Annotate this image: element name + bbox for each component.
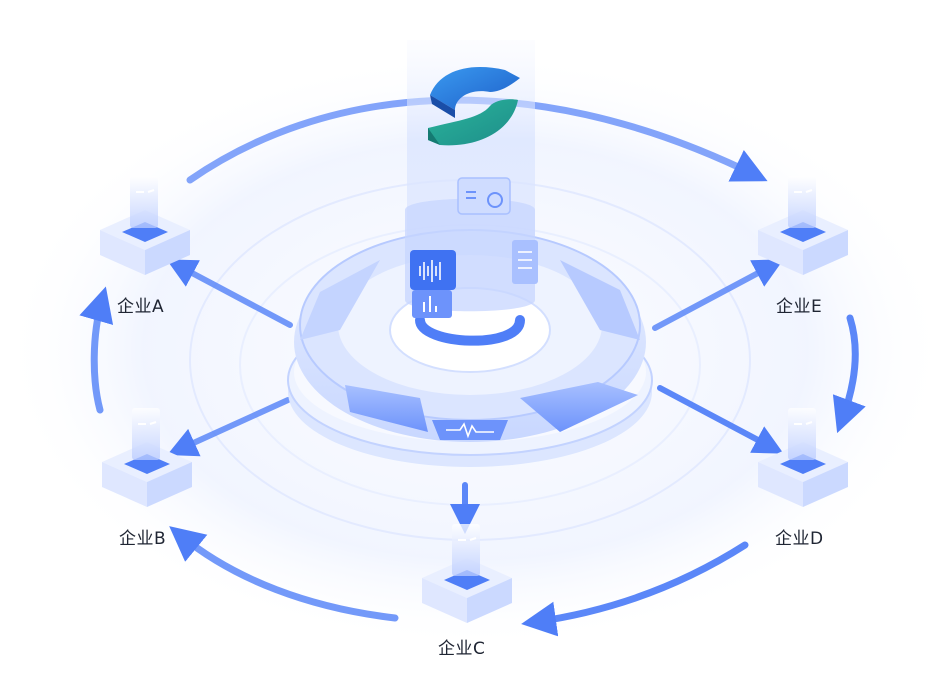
ring-segment-front-right: [520, 382, 638, 432]
ring-segment-front-left: [345, 385, 428, 432]
book-icon: [788, 408, 816, 460]
list-icon: [518, 251, 532, 269]
arrow-center-to-e: [652, 259, 784, 331]
node-label-e: 企业E: [776, 297, 823, 317]
node-b: [102, 408, 192, 507]
arrow-center-to-d: [657, 385, 784, 454]
arrow-center-to-a: [166, 259, 293, 328]
chart-panel: [412, 290, 452, 318]
logo-icon: [428, 67, 520, 146]
central-platform: [287, 229, 653, 467]
book-icon: [788, 176, 816, 228]
arrow-b-to-a: [79, 286, 114, 414]
node-label-a: 企业A: [117, 297, 165, 317]
arrow-d-to-c: [521, 541, 749, 637]
node-label-b: 企业B: [119, 529, 167, 549]
node-d: [758, 408, 848, 507]
base-swirl: [415, 315, 525, 346]
top-panel: [457, 177, 511, 215]
bar-chart-icon: [423, 296, 437, 312]
arrow-c-to-b: [169, 526, 399, 622]
waveform-icon: [419, 260, 441, 282]
list-panel: [512, 240, 538, 284]
toggle-icon: [466, 191, 503, 208]
arrow-e-to-d: [832, 314, 866, 434]
cylinder-panels: [405, 177, 538, 318]
book-icon: [132, 408, 160, 460]
node-c: [422, 524, 512, 623]
node-label-c: 企业C: [438, 639, 486, 659]
book-icon: [130, 176, 158, 228]
ring-segment-left: [300, 260, 380, 340]
radial-arrows: [166, 259, 784, 534]
pulse-icon: [446, 422, 494, 439]
node-e: [758, 176, 848, 275]
node-label-d: 企业D: [775, 529, 824, 549]
waveform-panel: [410, 250, 456, 290]
book-icon: [452, 524, 480, 576]
node-a: [100, 176, 190, 275]
ring-segment-right: [560, 260, 640, 340]
arrow-center-to-b: [167, 397, 291, 457]
